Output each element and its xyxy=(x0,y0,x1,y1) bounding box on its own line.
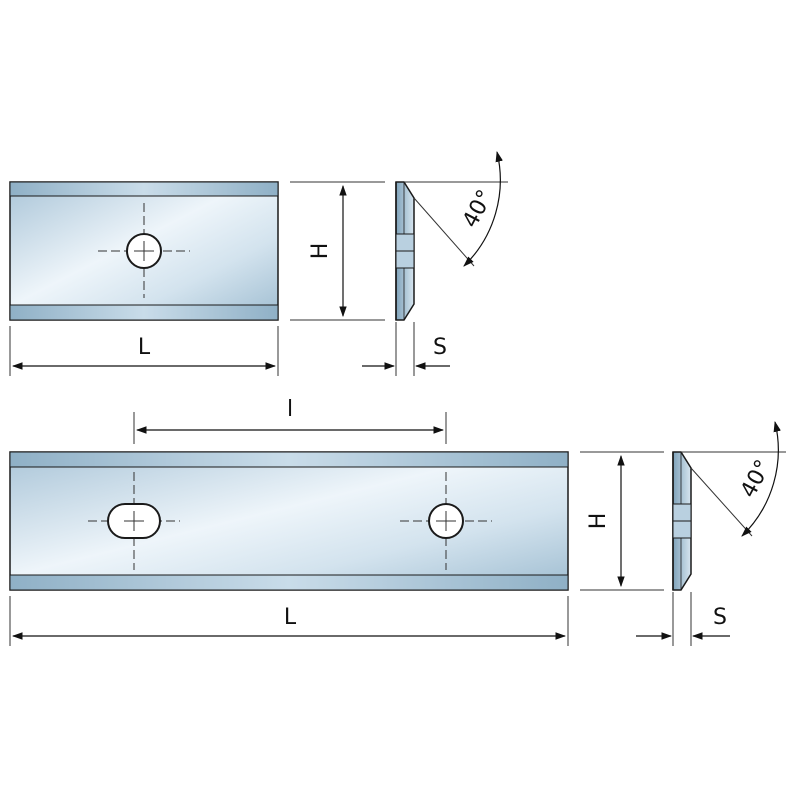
top-blade-front-view xyxy=(9,181,279,321)
bottom-angle-dimension: 40° xyxy=(681,420,786,537)
hole-distance-dimension: l xyxy=(133,397,447,444)
bottom-height-label: H xyxy=(586,513,611,530)
top-thickness-dimension: S xyxy=(362,322,450,376)
top-blade-side-view xyxy=(395,181,415,321)
top-angle-label: 40° xyxy=(458,186,498,232)
bottom-thickness-label: S xyxy=(713,605,727,630)
bottom-blade-side-view xyxy=(672,451,692,591)
bottom-length-label: L xyxy=(284,605,297,630)
top-length-dimension: L xyxy=(9,326,279,376)
top-length-label: L xyxy=(138,335,151,360)
bottom-angle-label: 40° xyxy=(736,456,776,502)
bottom-length-dimension: L xyxy=(9,596,569,646)
top-height-label: H xyxy=(308,243,333,260)
bottom-height-dimension: H xyxy=(580,451,664,591)
bottom-thickness-dimension: S xyxy=(636,592,730,646)
top-angle-dimension: 40° xyxy=(404,150,508,267)
top-thickness-label: S xyxy=(433,335,447,360)
top-height-dimension: H xyxy=(290,181,385,321)
hole-distance-label: l xyxy=(287,397,293,422)
bottom-blade-front-view xyxy=(9,451,569,591)
